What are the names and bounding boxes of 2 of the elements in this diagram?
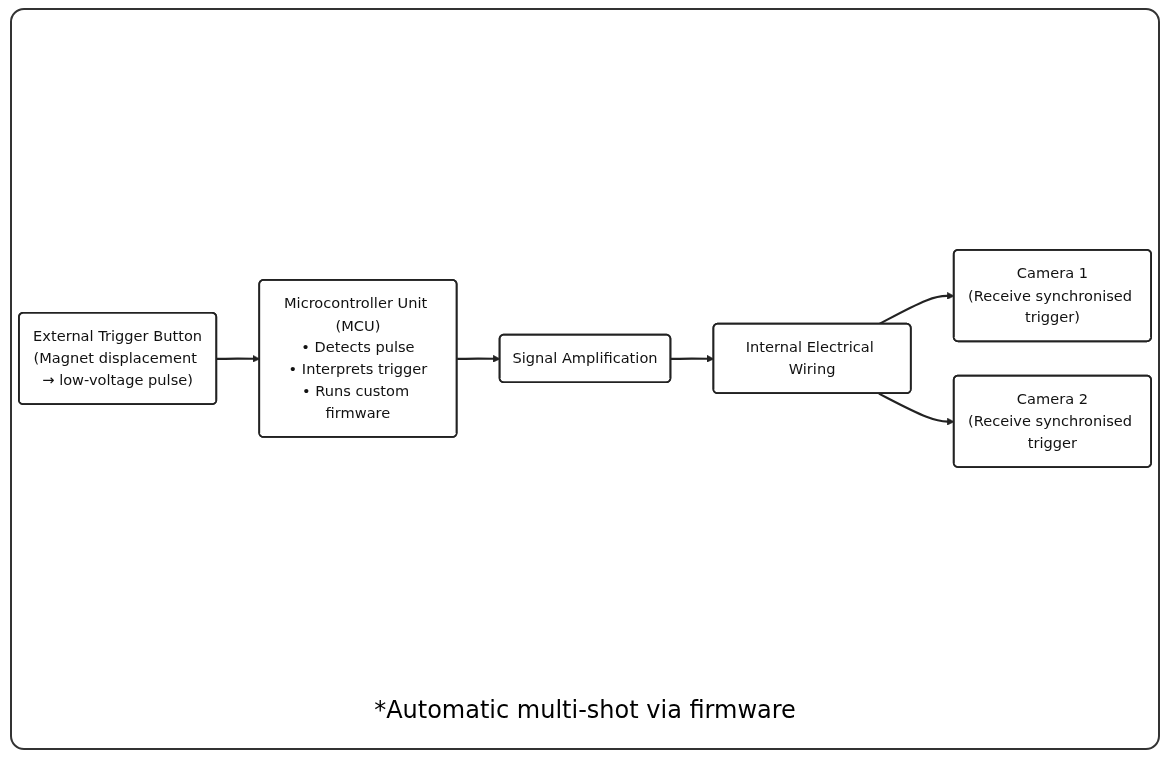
arrow [216,354,260,363]
footnote: *Automatic multi-shot via firmware [374,696,796,724]
